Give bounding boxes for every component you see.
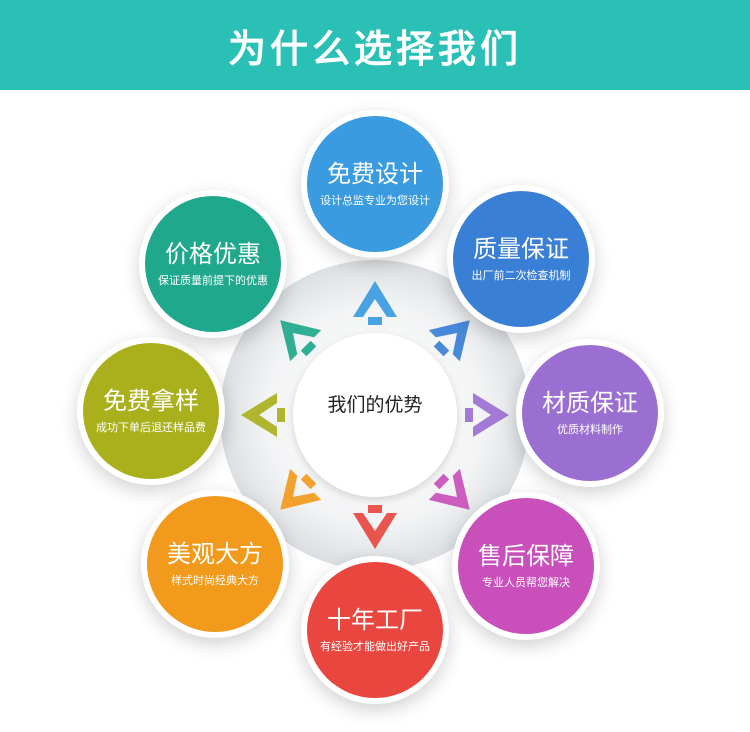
bubble-free-design: 免费设计 设计总监专业为您设计 xyxy=(301,110,449,258)
arrow-2 xyxy=(465,393,509,437)
bubble-after-sales: 售后保障 专业人员帮您解决 xyxy=(452,492,600,640)
bubble-inner: 质量保证 出厂前二次检查机制 xyxy=(453,191,589,327)
bubble-subtitle: 成功下单后退还样品费 xyxy=(96,421,206,434)
bubble-title: 美观大方 xyxy=(167,540,263,568)
bubble-subtitle: 出厂前二次检查机制 xyxy=(471,269,571,282)
arrows-group xyxy=(241,281,509,549)
bubble-inner: 十年工厂 有经验才能做出好产品 xyxy=(307,562,443,698)
bubble-subtitle: 设计总监专业为您设计 xyxy=(320,194,430,207)
page-title: 为什么选择我们 xyxy=(227,26,522,71)
bubble-title: 售后保障 xyxy=(478,542,574,570)
bubble-title: 价格优惠 xyxy=(165,240,261,268)
bubble-inner: 材质保证 优质材料制作 xyxy=(522,345,658,481)
bubble-inner: 价格优惠 保证质量前提下的优惠 xyxy=(145,196,281,332)
bubble-factory: 十年工厂 有经验才能做出好产品 xyxy=(301,556,449,704)
advantages-diagram: 我们的优势 免费设计 设计总监专业为您设计 质量保证 出厂前二次检查机制 材质保… xyxy=(0,90,750,732)
arrow-5 xyxy=(280,468,322,510)
bubble-inner: 免费设计 设计总监专业为您设计 xyxy=(307,116,443,252)
arrow-6 xyxy=(241,393,285,437)
bubble-subtitle: 样式时尚经典大方 xyxy=(171,574,259,587)
arrow-4 xyxy=(353,505,397,549)
bubble-inner: 售后保障 专业人员帮您解决 xyxy=(458,498,594,634)
bubble-title: 十年工厂 xyxy=(327,606,423,634)
bubble-title: 材质保证 xyxy=(542,389,638,417)
bubble-free-sample: 免费拿样 成功下单后退还样品费 xyxy=(77,337,225,485)
bubble-title: 质量保证 xyxy=(473,235,569,263)
bubble-title: 免费设计 xyxy=(327,160,423,188)
bubble-subtitle: 有经验才能做出好产品 xyxy=(320,640,430,653)
header-banner: 为什么选择我们 xyxy=(0,0,750,90)
bubble-inner: 美观大方 样式时尚经典大方 xyxy=(147,496,283,632)
bubble-subtitle: 优质材料制作 xyxy=(557,423,623,436)
bubble-inner: 免费拿样 成功下单后退还样品费 xyxy=(83,343,219,479)
center-circle xyxy=(293,333,457,497)
bubble-material: 材质保证 优质材料制作 xyxy=(516,339,664,487)
bubble-title: 免费拿样 xyxy=(103,387,199,415)
bubble-appearance: 美观大方 样式时尚经典大方 xyxy=(141,490,289,638)
arrow-3 xyxy=(428,468,470,510)
bubble-subtitle: 专业人员帮您解决 xyxy=(482,576,570,589)
bubble-quality: 质量保证 出厂前二次检查机制 xyxy=(447,185,595,333)
bubble-price: 价格优惠 保证质量前提下的优惠 xyxy=(139,190,287,338)
bubble-subtitle: 保证质量前提下的优惠 xyxy=(158,274,268,287)
arrow-1 xyxy=(428,320,470,362)
arrow-0 xyxy=(353,281,397,325)
arrow-7 xyxy=(280,320,322,362)
diagram-graphics xyxy=(220,260,530,570)
center-label: 我们的优势 xyxy=(327,394,423,416)
